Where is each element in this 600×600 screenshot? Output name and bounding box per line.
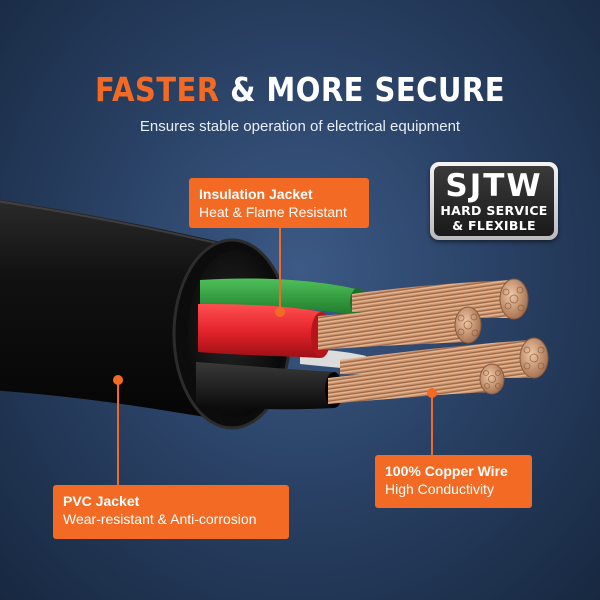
sjtw-badge: SJTW HARD SERVICE & FLEXIBLE: [430, 162, 558, 240]
headline-rest: & MORE SECURE: [219, 70, 505, 109]
pvc-jacket-desc: Wear-resistant & Anti-corrosion: [63, 511, 257, 527]
pvc-jacket-title: PVC Jacket: [63, 493, 140, 509]
badge-line-2: & FLEXIBLE: [452, 218, 536, 233]
headline-accent: FASTER: [95, 70, 220, 109]
copper-wire-desc: High Conductivity: [385, 481, 494, 497]
badge-title: SJTW: [445, 168, 543, 204]
copper-wire-callout: 100% Copper Wire High Conductivity: [375, 455, 532, 508]
sjtw-badge-face: SJTW HARD SERVICE & FLEXIBLE: [434, 166, 554, 236]
headline: FASTER & MORE SECURE: [36, 70, 564, 109]
black-wire: [196, 362, 343, 410]
insulation-jacket-title: Insulation Jacket: [199, 186, 313, 202]
pvc-jacket-callout: PVC Jacket Wear-resistant & Anti-corrosi…: [53, 485, 289, 539]
callout-leaders: [113, 228, 437, 485]
red-wire: [198, 304, 331, 358]
copper-wire: [318, 278, 549, 404]
subtitle: Ensures stable operation of electrical e…: [139, 118, 461, 135]
copper-wire-title: 100% Copper Wire: [385, 463, 508, 479]
insulation-jacket-callout: Insulation Jacket Heat & Flame Resistant: [189, 178, 369, 228]
insulation-jacket-desc: Heat & Flame Resistant: [199, 204, 347, 220]
badge-line-1: HARD SERVICE: [440, 203, 548, 218]
insulation-marker-dot: [275, 307, 285, 317]
pvc-marker-dot: [113, 375, 123, 385]
copper-marker-dot: [427, 388, 437, 398]
